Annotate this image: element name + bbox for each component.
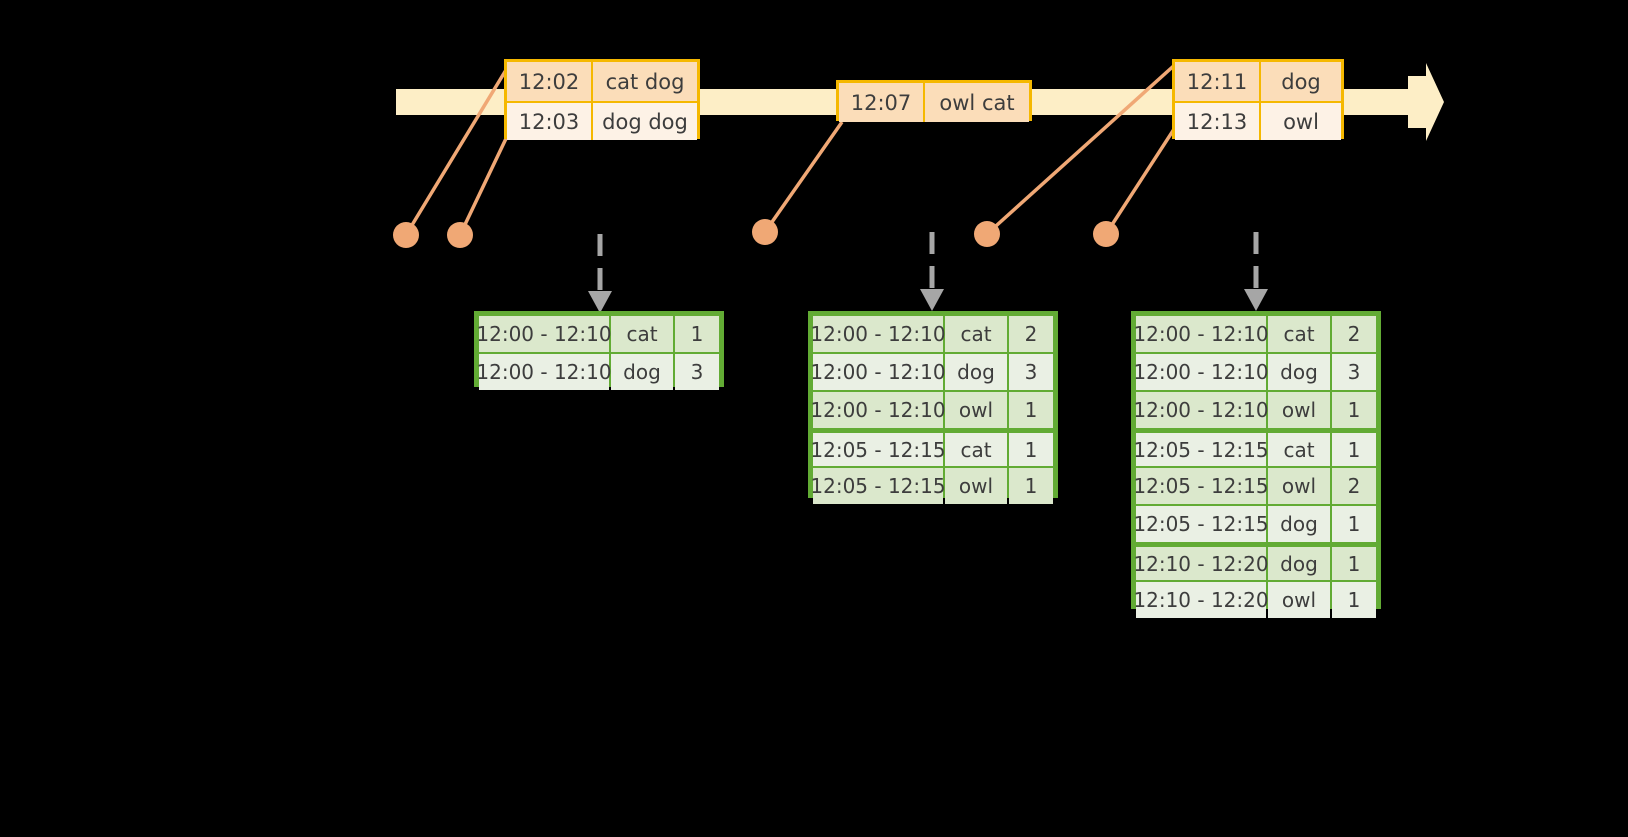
- word-cell: owl: [945, 392, 1007, 428]
- window-cell: 12:00 - 12:10: [476, 316, 612, 352]
- window-cell: 12:00 - 12:10: [810, 392, 946, 428]
- word-cell: cat: [1268, 316, 1330, 352]
- table-row: 12:00 - 12:10 dog 3: [1133, 353, 1377, 391]
- dashed-arrow-1: [588, 234, 612, 313]
- dashed-arrow-3: [1244, 232, 1268, 311]
- table-row: 12:00 - 12:10 owl 1: [810, 391, 1054, 429]
- table-row: 12:05 - 12:15 cat 1: [810, 429, 1054, 467]
- table-row: 12:00 - 12:10 cat 2: [1133, 315, 1377, 353]
- count-cell: 1: [1332, 392, 1376, 428]
- word-cell: dog: [1268, 506, 1330, 542]
- table-row: 12:05 - 12:15 dog 1: [1133, 505, 1377, 543]
- event-dot: [447, 222, 473, 248]
- table-row: 12:10 - 12:20 dog 1: [1133, 543, 1377, 581]
- window-cell: 12:10 - 12:20: [1133, 582, 1269, 618]
- event-time: 12:07: [839, 83, 925, 122]
- event-box-1[interactable]: 12:02 cat dog 12:03 dog dog: [504, 59, 700, 140]
- window-cell: 12:00 - 12:10: [810, 316, 946, 352]
- count-cell: 1: [1332, 506, 1376, 542]
- window-cell: 12:00 - 12:10: [1133, 316, 1269, 352]
- timeline-arrow-head: [1408, 63, 1444, 141]
- result-table-1[interactable]: 12:00 - 12:10 cat 1 12:00 - 12:10 dog 3: [474, 311, 724, 390]
- word-cell: owl: [945, 468, 1007, 504]
- event-time: 12:13: [1175, 103, 1261, 140]
- window-cell: 12:05 - 12:15: [1133, 433, 1269, 466]
- table-row: 12:10 - 12:20 owl 1: [1133, 581, 1377, 619]
- window-cell: 12:05 - 12:15: [1133, 468, 1269, 504]
- word-cell: cat: [611, 316, 673, 352]
- window-cell: 12:00 - 12:10: [810, 354, 946, 390]
- table-row: 12:00 - 12:10 cat 2: [810, 315, 1054, 353]
- event-time: 12:02: [507, 62, 593, 101]
- event-words: dog: [1261, 62, 1341, 101]
- event-row: 12:11 dog: [1175, 62, 1341, 101]
- event-words: owl: [1261, 103, 1341, 140]
- count-cell: 3: [675, 354, 719, 390]
- window-cell: 12:05 - 12:15: [810, 433, 946, 466]
- table-row: 12:00 - 12:10 dog 3: [476, 353, 720, 391]
- connector-line: [404, 59, 514, 236]
- table-row: 12:00 - 12:10 dog 3: [810, 353, 1054, 391]
- connector-line: [763, 120, 844, 234]
- count-cell: 2: [1332, 316, 1376, 352]
- event-row: 12:13 owl: [1175, 101, 1341, 140]
- table-row: 12:05 - 12:15 cat 1: [1133, 429, 1377, 467]
- table-row: 12:05 - 12:15 owl 1: [810, 467, 1054, 505]
- connector-line: [458, 125, 514, 236]
- word-cell: owl: [1268, 392, 1330, 428]
- result-table-3[interactable]: 12:00 - 12:10 cat 2 12:00 - 12:10 dog 3 …: [1131, 311, 1381, 618]
- dashed-arrow-2: [920, 232, 944, 311]
- count-cell: 1: [1332, 433, 1376, 466]
- count-cell: 1: [1009, 468, 1053, 504]
- event-box-3[interactable]: 12:11 dog 12:13 owl: [1172, 59, 1344, 140]
- event-words: cat dog: [593, 62, 697, 101]
- word-cell: dog: [1268, 547, 1330, 580]
- table-row: 12:00 - 12:10 cat 1: [476, 315, 720, 353]
- event-dot: [974, 221, 1000, 247]
- word-cell: owl: [1268, 468, 1330, 504]
- event-dot: [1093, 221, 1119, 247]
- result-table-2[interactable]: 12:00 - 12:10 cat 2 12:00 - 12:10 dog 3 …: [808, 311, 1058, 504]
- word-cell: dog: [1268, 354, 1330, 390]
- window-cell: 12:10 - 12:20: [1133, 547, 1269, 580]
- table-row: 12:05 - 12:15 owl 2: [1133, 467, 1377, 505]
- window-cell: 12:05 - 12:15: [1133, 506, 1269, 542]
- word-cell: dog: [611, 354, 673, 390]
- count-cell: 2: [1009, 316, 1053, 352]
- event-row: 12:03 dog dog: [507, 101, 697, 140]
- table-row: 12:00 - 12:10 owl 1: [1133, 391, 1377, 429]
- event-row: 12:07 owl cat: [839, 83, 1029, 122]
- event-words: dog dog: [593, 103, 697, 140]
- count-cell: 1: [1009, 392, 1053, 428]
- event-dot: [393, 222, 419, 248]
- window-cell: 12:05 - 12:15: [810, 468, 946, 504]
- window-cell: 12:00 - 12:10: [1133, 354, 1269, 390]
- event-row: 12:02 cat dog: [507, 62, 697, 101]
- word-cell: cat: [945, 316, 1007, 352]
- word-cell: dog: [945, 354, 1007, 390]
- event-dot: [752, 219, 778, 245]
- count-cell: 1: [675, 316, 719, 352]
- event-time: 12:03: [507, 103, 593, 140]
- word-cell: owl: [1268, 582, 1330, 618]
- event-words: owl cat: [925, 83, 1029, 122]
- count-cell: 1: [1009, 433, 1053, 466]
- count-cell: 3: [1332, 354, 1376, 390]
- event-box-2[interactable]: 12:07 owl cat: [836, 80, 1032, 122]
- count-cell: 2: [1332, 468, 1376, 504]
- window-cell: 12:00 - 12:10: [476, 354, 612, 390]
- word-cell: cat: [1268, 433, 1330, 466]
- connector-line: [1104, 122, 1180, 235]
- count-cell: 1: [1332, 582, 1376, 618]
- count-cell: 3: [1009, 354, 1053, 390]
- word-cell: cat: [945, 433, 1007, 466]
- window-cell: 12:00 - 12:10: [1133, 392, 1269, 428]
- event-time: 12:11: [1175, 62, 1261, 101]
- count-cell: 1: [1332, 547, 1376, 580]
